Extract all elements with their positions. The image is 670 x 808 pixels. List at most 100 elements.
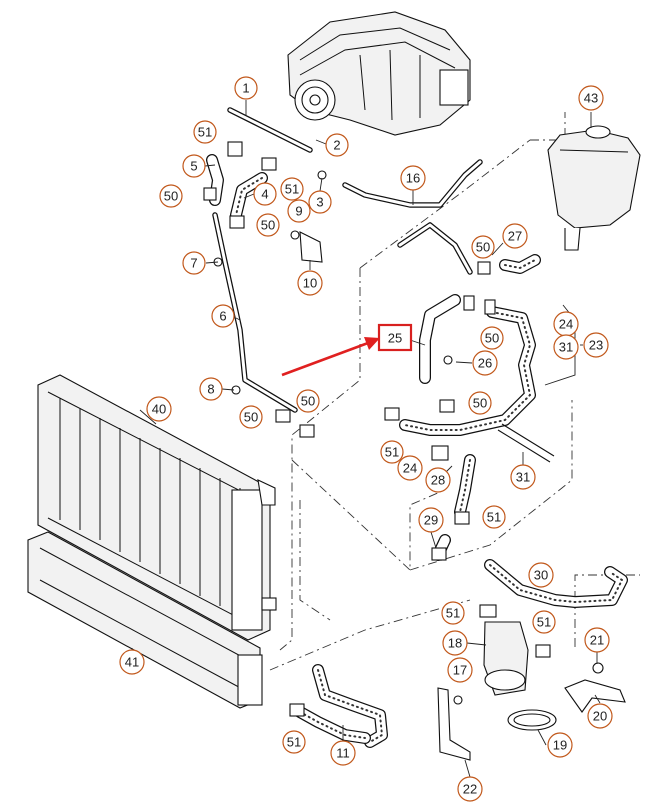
callout-label: 26 [478,356,492,371]
callout-label: 51 [487,510,501,525]
callout-label: 5 [190,159,197,174]
callout-label: 10 [303,276,317,291]
callout-label: 11 [336,746,350,761]
reference-lines [269,112,640,671]
callout-label: 50 [476,240,490,255]
callout-50[interactable]: 50 [296,389,320,413]
callout-label: 24 [559,317,573,332]
callout-26[interactable]: 26 [472,350,498,376]
callout-label: 50 [164,189,178,204]
callout-31[interactable]: 31 [553,334,579,360]
callouts: 1 2 3 4 5 6 7 8 9 10 11 16 17 18 19 20 2… [119,76,613,802]
callout-label: 3 [316,195,323,210]
callout-5[interactable]: 5 [182,154,206,178]
callout-18[interactable]: 18 [442,630,468,656]
callout-label: 50 [244,410,258,425]
callout-label: 6 [219,309,226,324]
callout-41[interactable]: 41 [119,649,145,675]
callout-label: 28 [431,473,445,488]
callout-6[interactable]: 6 [211,304,235,328]
callout-label: 9 [295,204,302,219]
callout-16[interactable]: 16 [400,165,426,191]
callout-11[interactable]: 11 [330,740,356,766]
callout-label: 50 [301,394,315,409]
callout-label: 22 [463,782,477,797]
callout-label: 51 [285,182,299,197]
callout-28[interactable]: 28 [425,467,451,493]
callout-19[interactable]: 19 [547,732,573,758]
callout-50[interactable]: 50 [159,184,183,208]
callout-50[interactable]: 50 [239,405,263,429]
coolant-pipes [212,107,483,413]
callout-43[interactable]: 43 [578,85,604,111]
callout-51[interactable]: 51 [380,440,404,464]
callout-label: 7 [190,256,197,271]
callout-label: 51 [385,445,399,460]
callout-label: 51 [287,735,301,750]
callout-27[interactable]: 27 [502,223,528,249]
callout-label: 29 [424,513,438,528]
callout-20[interactable]: 20 [587,703,613,729]
callout-label: 51 [446,606,460,621]
callout-1[interactable]: 1 [234,76,258,100]
callout-50[interactable]: 50 [480,326,504,350]
callout-label: 50 [473,396,487,411]
callout-17[interactable]: 17 [447,657,473,683]
callout-50[interactable]: 50 [256,213,280,237]
callout-51[interactable]: 51 [282,730,306,754]
callout-label: 8 [207,382,214,397]
highlight-arrow [281,341,369,377]
callout-31[interactable]: 31 [510,464,536,490]
callout-51[interactable]: 51 [532,610,556,634]
callout-23[interactable]: 23 [583,332,609,358]
callout-29[interactable]: 29 [418,507,444,533]
callout-21[interactable]: 21 [584,627,610,653]
callout-51[interactable]: 51 [193,120,217,144]
callout-3[interactable]: 3 [308,190,332,214]
callout-9[interactable]: 9 [287,199,311,223]
callout-51[interactable]: 51 [441,601,465,625]
radiator [37,374,276,641]
callout-label: 27 [508,229,522,244]
callout-30[interactable]: 30 [528,562,554,588]
highlight-box [377,323,413,352]
intercooler [27,531,263,709]
callout-40[interactable]: 40 [146,396,172,422]
callout-label: 18 [448,636,462,651]
callout-label: 30 [534,568,548,583]
callout-label: 19 [553,738,567,753]
highlight-label: 25 [388,331,402,346]
callout-50[interactable]: 50 [471,235,495,259]
callout-24[interactable]: 24 [397,455,423,481]
callout-label: 16 [406,171,420,186]
small-parts [203,141,626,761]
callout-label: 41 [125,655,139,670]
callout-51[interactable]: 51 [482,505,506,529]
callout-label: 43 [584,91,598,106]
callout-label: 4 [261,187,268,202]
callout-label: 21 [590,633,604,648]
callout-10[interactable]: 10 [297,270,323,296]
callout-label: 50 [261,218,275,233]
callout-50[interactable]: 50 [468,391,492,415]
callout-label: 17 [453,663,467,678]
callout-label: 51 [198,125,212,140]
callout-2[interactable]: 2 [325,133,349,157]
highlight-callout[interactable]: 25 [281,323,413,377]
coolant-hoses [206,154,628,748]
callout-4[interactable]: 4 [253,182,277,206]
callout-8[interactable]: 8 [199,377,223,401]
supercharger [287,11,471,136]
callout-label: 40 [152,402,166,417]
callout-7[interactable]: 7 [182,251,206,275]
callout-24[interactable]: 24 [553,311,579,337]
callout-label: 1 [242,81,249,96]
callout-22[interactable]: 22 [457,776,483,802]
callout-51[interactable]: 51 [280,177,304,201]
highlight-arrow-head [364,337,380,350]
callout-label: 50 [485,331,499,346]
callout-label: 20 [593,709,607,724]
expansion-tank [547,125,641,251]
callout-label: 24 [403,461,417,476]
